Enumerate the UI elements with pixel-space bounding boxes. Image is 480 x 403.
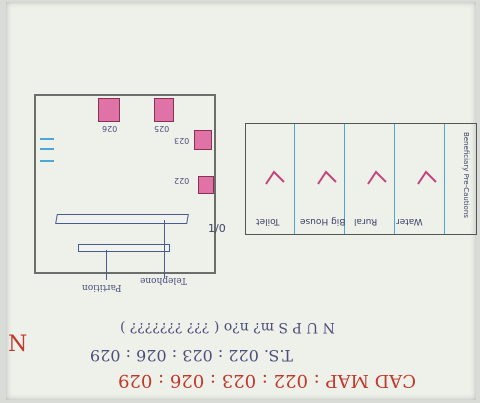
column-label-water: Water: [396, 216, 423, 226]
column-label-big-house: Big House: [300, 216, 346, 226]
column-divider-4: [444, 124, 445, 234]
label-022: 022: [174, 176, 190, 185]
check-mark-icon: [417, 170, 437, 185]
label-partition: Partition: [82, 282, 122, 292]
note-line-2: N U P S m? n?o ( ??? ??????? ): [120, 319, 335, 335]
label-025: 025: [154, 124, 170, 133]
short-bar: [78, 244, 170, 252]
column-divider-2: [344, 124, 345, 234]
column-label-toilet: Toilet: [256, 216, 280, 226]
side-tick-3: [40, 160, 54, 162]
side-tick-1: [40, 138, 54, 140]
paper-sheet: [6, 2, 476, 400]
legend-table: Beneficiary Pre-Cautions Water Rural Big…: [245, 123, 477, 235]
floor-plan-sketch: 026 025 023 022: [34, 94, 216, 280]
check-mark-icon: [367, 170, 387, 185]
pink-marker-026: [98, 98, 120, 122]
label-telephone: Telephone: [140, 275, 187, 285]
check-mark-icon: [265, 170, 285, 185]
label-023: 023: [174, 136, 190, 145]
check-mark-icon: [317, 170, 337, 185]
side-tick-2: [40, 148, 54, 150]
note-line-3: CAD MAP : 022 : 023 : 026 : 029: [118, 370, 416, 391]
column-divider-3: [394, 124, 395, 234]
margin-mark: N: [8, 332, 28, 357]
side-note: 1/0: [208, 222, 226, 235]
column-label-rural: Rural: [354, 216, 378, 226]
leader-line-1: [106, 250, 107, 280]
leader-line-2: [164, 220, 165, 278]
label-026: 026: [102, 124, 118, 133]
pink-marker-025: [154, 98, 174, 122]
note-line-1: T.S. 022 : 023 : 026 : 029: [90, 346, 293, 365]
table-header: Beneficiary Pre-Cautions: [462, 132, 470, 218]
pink-marker-023: [194, 130, 212, 150]
column-divider-1: [294, 124, 295, 234]
long-bar: [55, 214, 189, 224]
pink-marker-022: [198, 176, 214, 194]
